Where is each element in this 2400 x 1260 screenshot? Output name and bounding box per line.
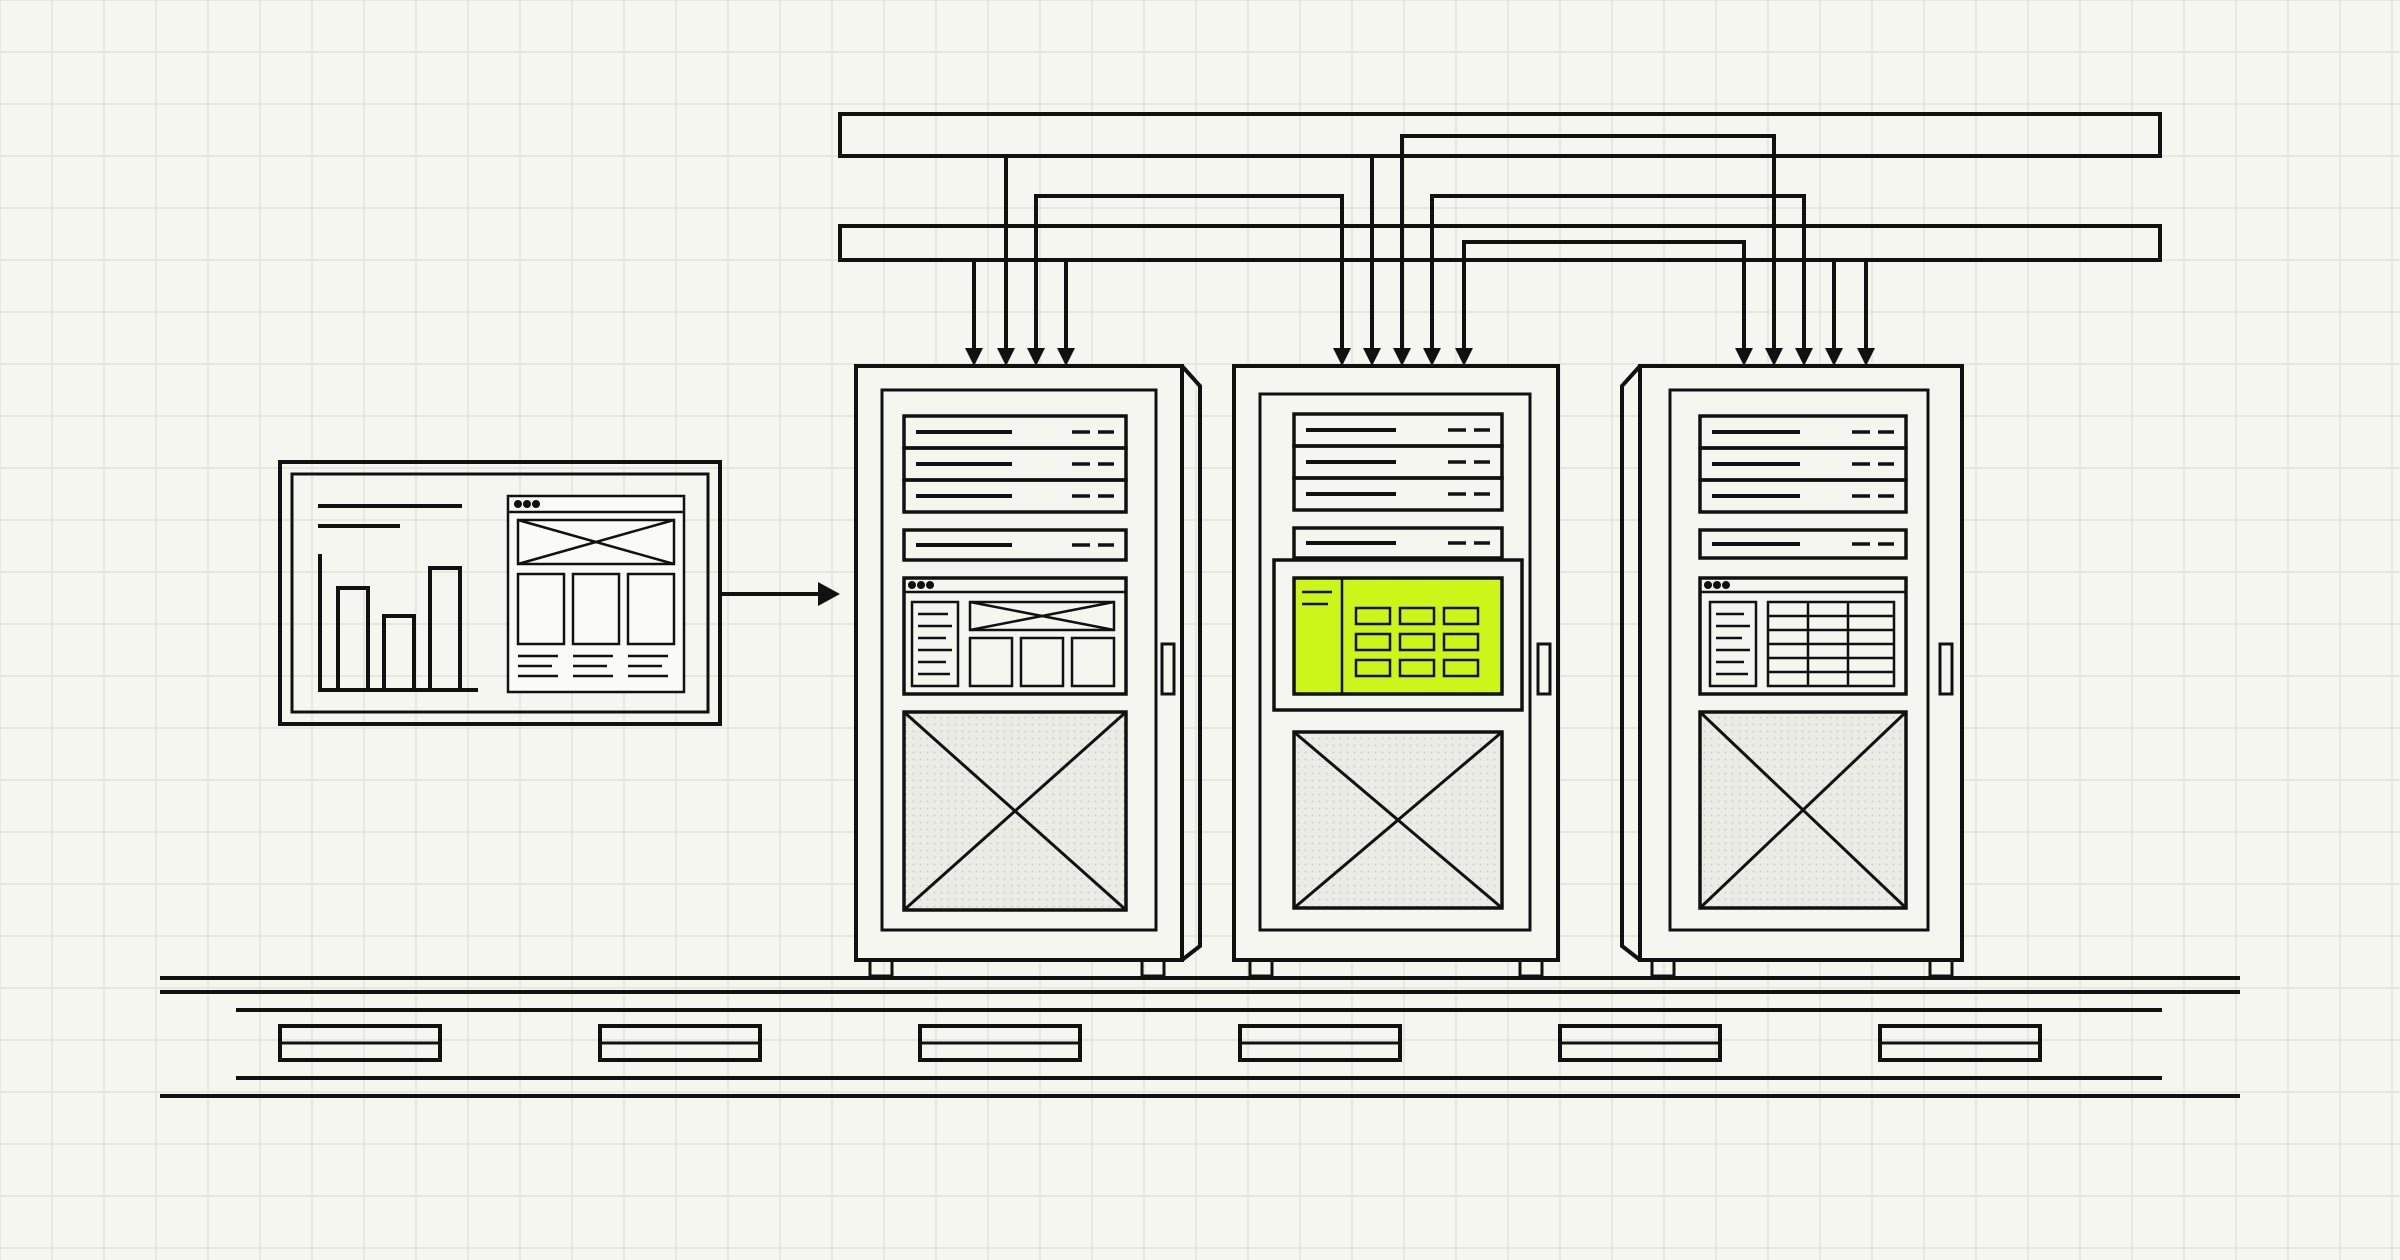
floor-vent	[278, 1024, 442, 1062]
grid-panel-icon	[1292, 576, 1504, 696]
cable-drop-arrow	[1735, 260, 1753, 366]
rack-1-server-units	[902, 414, 1128, 562]
source-dashboard	[278, 460, 722, 726]
floor-vent	[598, 1024, 762, 1062]
cable-drop-arrow	[1027, 260, 1045, 366]
floor-vent	[918, 1024, 1082, 1062]
chart-icon	[318, 504, 478, 692]
cable-drop-arrow	[1057, 260, 1075, 366]
server-rack-1	[854, 364, 1202, 978]
cable-drop-arrow	[1363, 260, 1381, 366]
raised-floor	[160, 976, 2240, 1098]
server-rack-3	[1620, 364, 1964, 978]
cable	[1430, 194, 1806, 360]
floor-vent	[1878, 1024, 2042, 1062]
cable	[1034, 194, 1344, 360]
rack-1-placeholder-panel	[902, 710, 1128, 912]
server-rack-2	[1232, 364, 1560, 978]
wireframe-page-icon	[506, 494, 686, 694]
floor-vent	[1558, 1024, 1722, 1062]
cable-drop-arrow	[1333, 260, 1351, 366]
cable-drop-arrow	[1795, 260, 1813, 366]
cable	[1400, 134, 1776, 360]
cable-drop-arrow	[965, 260, 983, 366]
deploy-arrow-icon	[720, 582, 840, 606]
bus-bars	[838, 112, 2162, 262]
cable-routes	[1004, 134, 1806, 360]
table-icon	[1698, 576, 1908, 696]
door-handle-icon	[1536, 642, 1552, 696]
cable-drop-arrow	[1423, 260, 1441, 366]
rack-3-server-units	[1698, 414, 1908, 560]
layout-wireframe-icon	[902, 576, 1128, 696]
bus-bar-top	[838, 112, 2162, 158]
rack-2-server-units	[1292, 412, 1504, 560]
floor-vents	[278, 1024, 2042, 1062]
rack-2-display-bay	[1272, 558, 1524, 712]
floor-vent	[1238, 1024, 1402, 1062]
door-handle-icon	[1938, 642, 1954, 696]
rack-3-placeholder-panel	[1698, 710, 1908, 910]
rack-2-placeholder-panel	[1292, 730, 1504, 910]
bus-bar-bottom	[838, 224, 2162, 262]
cable-drop-arrow	[1857, 260, 1875, 366]
cable-drops	[965, 260, 1875, 366]
cable-drop-arrow	[997, 260, 1015, 366]
cable-drop-arrow	[1765, 260, 1783, 366]
door-handle-icon	[1160, 642, 1176, 696]
cable-drop-arrow	[1455, 260, 1473, 366]
cable-drop-arrow	[1393, 260, 1411, 366]
dashboard-frame-inner	[290, 472, 710, 714]
cable-drop-arrow	[1825, 260, 1843, 366]
